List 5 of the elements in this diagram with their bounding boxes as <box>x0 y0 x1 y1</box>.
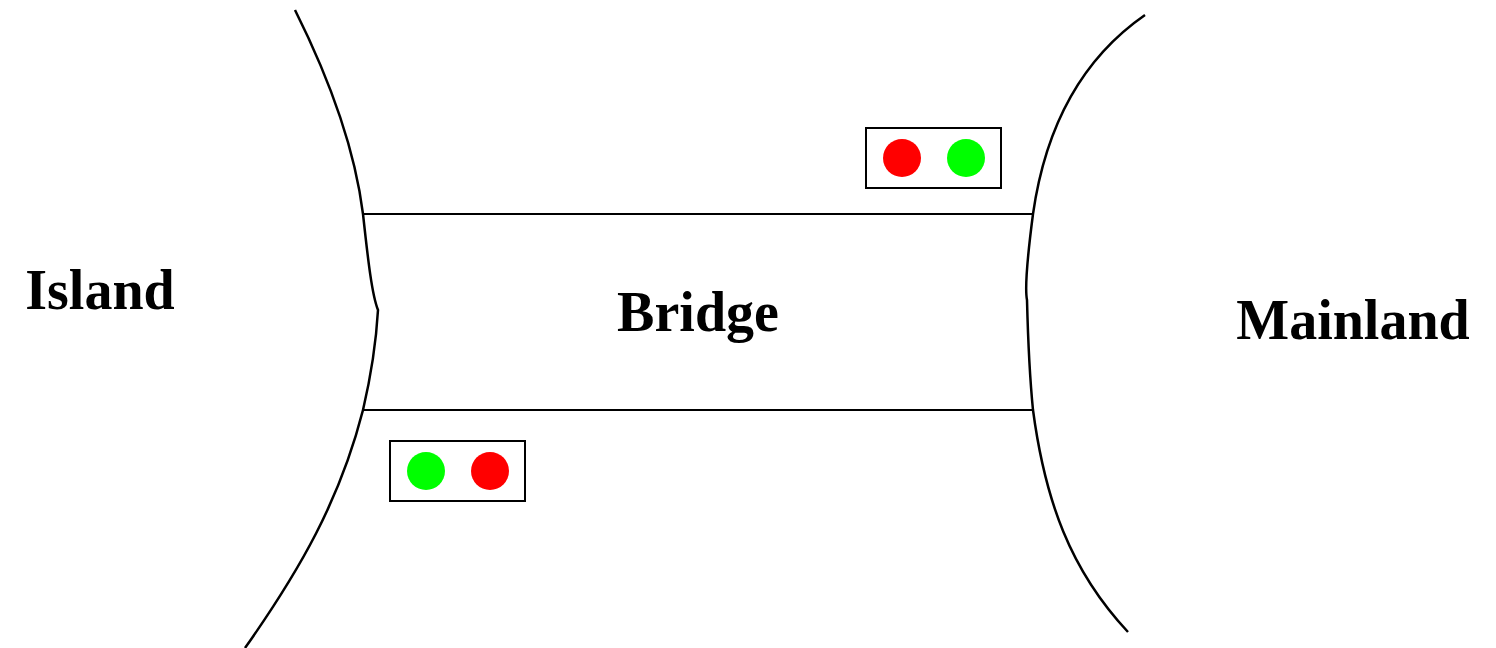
traffic-light <box>389 440 526 502</box>
place-name: Mainland <box>1236 292 1470 348</box>
place-name: Island <box>25 262 175 318</box>
bridge-band <box>363 213 1033 411</box>
traffic-light <box>865 127 1002 189</box>
